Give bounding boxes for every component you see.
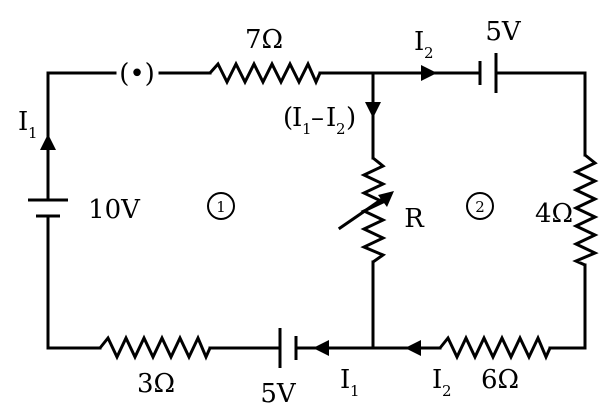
- battery-5v-top: [478, 53, 498, 93]
- loop-marker-2-number: 2: [475, 198, 485, 216]
- current-open-paren: (: [283, 103, 293, 133]
- resistor-4ohm: [572, 153, 599, 267]
- current-arrow-bottom-left: [313, 340, 329, 356]
- label-r: R: [404, 204, 425, 234]
- loop-marker-2-circle: [466, 192, 494, 220]
- variable-resistor-arrow: [337, 191, 394, 231]
- label-4ohm: 4Ω: [535, 199, 573, 229]
- label-7ohm: 7Ω: [245, 25, 283, 55]
- resistor-3ohm: [98, 334, 212, 361]
- current-close-paren: ): [346, 103, 356, 133]
- current-label-bottom-i1: I 1: [340, 365, 360, 400]
- label-3ohm: 3Ω: [137, 369, 175, 399]
- current-arrow-top-right: [421, 65, 437, 81]
- loop-marker-1-circle: [207, 192, 235, 220]
- resistor-7ohm: [208, 60, 322, 86]
- current-label-top-i2: I 2: [414, 27, 434, 62]
- meter-symbol-text: (•): [119, 59, 155, 89]
- current-subscript: 2: [424, 44, 434, 62]
- current-label-left-i1: I 1: [18, 107, 38, 142]
- loop-marker-2: 2: [466, 192, 494, 220]
- current-arrow-left-up: [40, 134, 56, 150]
- current-label-bottom-i2: I 2: [432, 365, 452, 400]
- current-subscript: 1: [28, 124, 38, 142]
- label-5v-top: 5V: [485, 17, 522, 47]
- variable-resistor-arrow-shaft: [337, 192, 391, 231]
- current-dash: –: [311, 103, 324, 133]
- current-symbol: I: [414, 27, 424, 57]
- variable-resistor-arrow-head: [378, 191, 394, 207]
- current-symbol: I: [432, 365, 442, 395]
- current-label-middle-i1-minus-i2: ( I 1 – I 2 ): [283, 103, 356, 138]
- battery-10v: [28, 198, 68, 218]
- label-5v-bottom: 5V: [260, 379, 297, 409]
- current-symbol: I: [292, 103, 302, 133]
- current-subscript: 1: [350, 382, 360, 400]
- current-subscript: 1: [302, 120, 312, 138]
- battery-5v-bottom: [278, 328, 298, 368]
- resistor-6ohm: [438, 334, 552, 361]
- current-symbol: I: [326, 103, 336, 133]
- current-symbol: I: [340, 365, 350, 395]
- loop-marker-1-number: 1: [216, 198, 226, 216]
- meter-symbol: (•): [119, 59, 155, 89]
- current-subscript: 2: [336, 120, 346, 138]
- current-subscript: 2: [442, 382, 452, 400]
- loop-marker-1: 1: [207, 192, 235, 220]
- current-symbol: I: [18, 107, 28, 137]
- label-10v: 10V: [88, 195, 141, 225]
- label-6ohm: 6Ω: [481, 365, 519, 395]
- current-arrow-bottom-right-left: [405, 340, 421, 356]
- current-arrow-middle-down: [365, 102, 381, 118]
